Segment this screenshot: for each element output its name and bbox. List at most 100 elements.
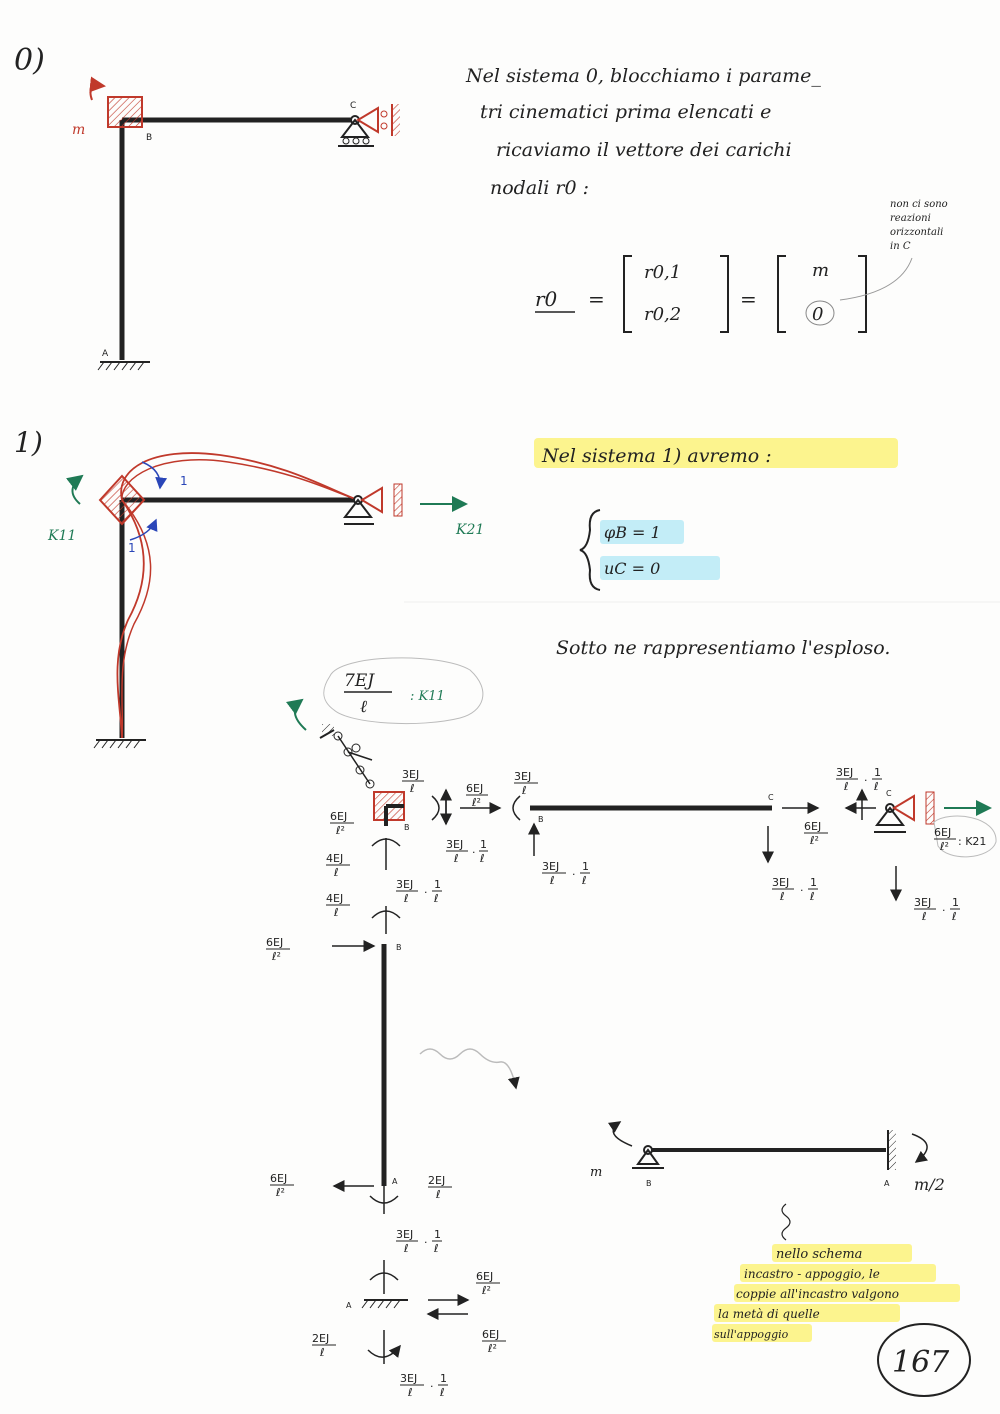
k11-result: 7EJ ℓ : K11	[323, 657, 484, 724]
svg-text:3EJ: 3EJ	[446, 838, 463, 851]
svg-text:ℓ²: ℓ²	[809, 834, 819, 847]
svg-text:ℓ: ℓ	[409, 782, 415, 795]
svg-text:B: B	[404, 823, 410, 832]
svg-text:ℓ: ℓ	[403, 1242, 409, 1255]
svg-text:3EJ: 3EJ	[514, 770, 531, 783]
svg-text:6EJ: 6EJ	[330, 810, 347, 823]
svg-text:3EJ: 3EJ	[542, 860, 559, 873]
svg-text:3EJ: 3EJ	[402, 768, 419, 781]
svg-text:3EJ: 3EJ	[400, 1372, 417, 1385]
svg-text:ℓ²: ℓ²	[471, 796, 481, 809]
svg-text:1: 1	[480, 838, 487, 851]
highlight-eq1	[600, 520, 684, 544]
highlight-eq2	[600, 556, 720, 580]
vector-value-1: m	[812, 260, 829, 281]
svg-text:C: C	[768, 793, 774, 802]
svg-text:ℓ²: ℓ²	[481, 1284, 491, 1297]
node-a-label: A	[102, 349, 109, 359]
svg-text:6EJ: 6EJ	[482, 1328, 499, 1341]
load-vector-r0: r0 = r0,1 r0,2 = m 0	[535, 255, 867, 333]
svg-text:1: 1	[434, 1228, 441, 1241]
section1-subtext: Sotto ne rappresentiamo l'esploso.	[556, 637, 890, 659]
rotation-clamp-b	[107, 96, 143, 128]
node-c-label: C	[350, 101, 356, 111]
frame-system-0: A B m C	[72, 76, 400, 371]
svg-text:ℓ²: ℓ²	[275, 1186, 285, 1199]
svg-text:A: A	[346, 1301, 352, 1310]
svg-text:=: =	[588, 287, 605, 311]
section1-label: 1)	[14, 426, 43, 459]
svg-text:ℓ: ℓ	[433, 1242, 439, 1255]
section0-label: 0)	[14, 43, 45, 78]
svg-text:1: 1	[440, 1372, 447, 1385]
svg-text:4EJ: 4EJ	[326, 852, 343, 865]
svg-text:nello schema: nello schema	[776, 1247, 862, 1262]
svg-text:·: ·	[800, 884, 804, 897]
svg-text:6EJ: 6EJ	[804, 820, 821, 833]
text-line-3: ricaviamo il vettore dei carichi	[496, 139, 792, 161]
svg-text:=: =	[740, 287, 757, 311]
text-line-1: Nel sistema 0, blocchiamo i parame_	[465, 65, 821, 87]
svg-text:3EJ: 3EJ	[396, 1228, 413, 1241]
aside-note: nello schema incastro - appoggio, le cop…	[712, 1244, 960, 1342]
svg-text:ℓ: ℓ	[479, 852, 485, 865]
svg-text:3EJ: 3EJ	[772, 876, 789, 889]
svg-text:·: ·	[472, 846, 476, 859]
svg-text:2EJ: 2EJ	[312, 1332, 329, 1345]
svg-text:1: 1	[434, 878, 441, 891]
pointer-squiggle	[419, 1048, 520, 1090]
svg-text:1: 1	[582, 860, 589, 873]
svg-text:ℓ: ℓ	[435, 1188, 441, 1201]
svg-text:A: A	[392, 1177, 398, 1186]
frame-system-1: 1 1 K11 K21	[47, 452, 484, 749]
svg-text:7EJ: 7EJ	[344, 671, 375, 691]
rotation-one-a: 1	[180, 474, 188, 488]
svg-text:1: 1	[810, 876, 817, 889]
svg-text:·: ·	[424, 886, 428, 899]
svg-text:: K21: : K21	[958, 835, 986, 848]
svg-text:2EJ: 2EJ	[428, 1174, 445, 1187]
svg-text:B: B	[646, 1179, 652, 1188]
svg-text:6EJ: 6EJ	[270, 1172, 287, 1185]
page-number-badge: 167	[877, 1323, 971, 1397]
svg-text:ℓ: ℓ	[581, 874, 587, 887]
svg-text:ℓ: ℓ	[407, 1386, 413, 1399]
svg-text:ℓ: ℓ	[433, 892, 439, 905]
vector-entry-2: r0,2	[644, 304, 681, 325]
svg-text:·: ·	[424, 1236, 428, 1249]
svg-text:ℓ: ℓ	[360, 697, 367, 717]
k11-moment-icon	[66, 474, 84, 505]
svg-text:m/2: m/2	[914, 1175, 945, 1194]
svg-text:3EJ: 3EJ	[396, 878, 413, 891]
svg-text:6EJ: 6EJ	[266, 936, 283, 949]
aside-beam-diagram: m B A m/2	[590, 1121, 945, 1241]
svg-text:ℓ: ℓ	[921, 910, 927, 923]
side-note-line-1: non ci sono	[890, 199, 948, 210]
svg-text:ℓ: ℓ	[453, 852, 459, 865]
vector-lhs: r0	[535, 287, 558, 311]
svg-text:1: 1	[952, 896, 959, 909]
svg-text:ℓ: ℓ	[403, 892, 409, 905]
text-line-4: nodali r0 :	[490, 177, 589, 199]
svg-text:3EJ: 3EJ	[914, 896, 931, 909]
svg-text:ℓ: ℓ	[333, 906, 339, 919]
side-note-line-3: orizzontali	[890, 227, 943, 238]
svg-text:6EJ: 6EJ	[934, 826, 951, 839]
side-note: non ci sono reazioni orizzontali in C	[839, 199, 948, 301]
section1-heading: Nel sistema 1) avremo :	[541, 445, 772, 467]
svg-text:ℓ: ℓ	[549, 874, 555, 887]
svg-text:ℓ: ℓ	[809, 890, 815, 903]
vector-entry-1: r0,1	[644, 262, 681, 283]
svg-text:ℓ²: ℓ²	[487, 1342, 497, 1355]
svg-text:B: B	[396, 943, 402, 952]
node-b-label: B	[146, 133, 152, 143]
svg-text:ℓ: ℓ	[319, 1346, 325, 1359]
moment-arrow-icon	[89, 76, 106, 101]
svg-text:·: ·	[942, 904, 946, 917]
svg-text:la metà di quelle: la metà di quelle	[718, 1307, 820, 1321]
text-line-2: tri cinematici prima elencati e	[480, 101, 771, 123]
rotation-one-b: 1	[128, 541, 136, 555]
